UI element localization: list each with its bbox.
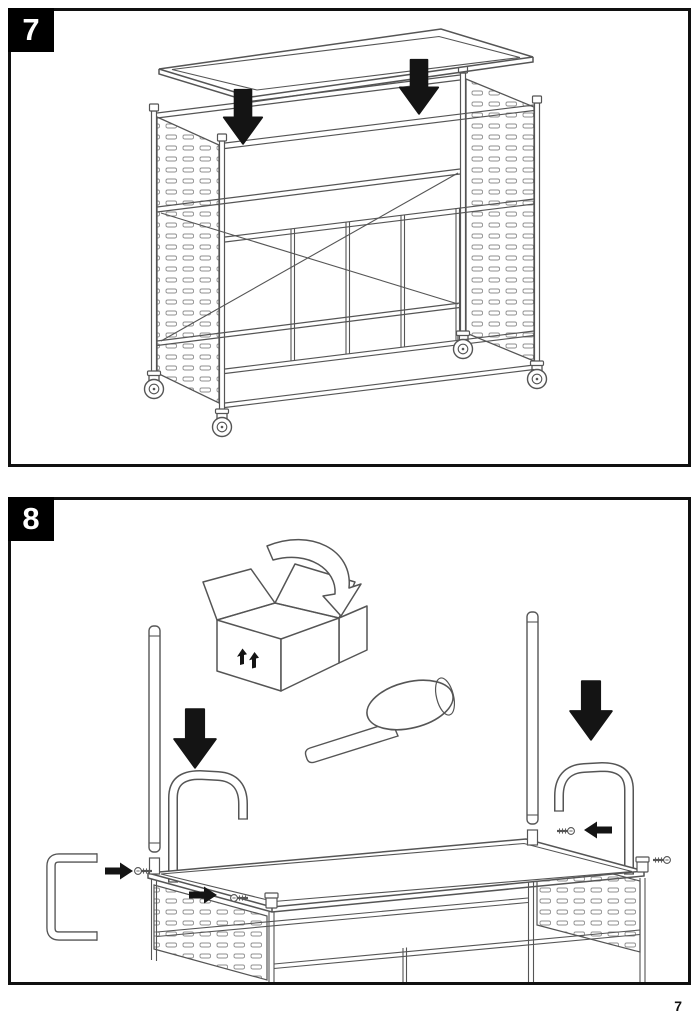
- flip-arrow-icon: [266, 538, 362, 617]
- down-arrow-icon: [173, 708, 217, 769]
- mallet-head-cap: [434, 677, 456, 716]
- right-side-panel: [465, 78, 535, 362]
- mallet-handle: [304, 721, 399, 764]
- down-arrow-icon: [569, 680, 613, 741]
- rails: [156, 74, 535, 409]
- screw-icon: [651, 855, 672, 865]
- screw-icon: [555, 826, 576, 836]
- this-way-up-arrows-icon: [237, 648, 259, 669]
- cart-frame: [148, 65, 543, 412]
- rubber-mallet: [304, 677, 456, 764]
- box-front-face: [216, 619, 282, 692]
- cross-braces: [160, 172, 459, 342]
- lower-rails: [156, 897, 641, 982]
- post-stub-left: [148, 857, 161, 875]
- push-handle-right: [554, 761, 634, 875]
- top-shelf: [158, 28, 534, 103]
- caster-wheel-icon: [211, 408, 233, 438]
- divider-slats: [290, 207, 461, 361]
- step-7-badge: 7: [8, 8, 54, 52]
- page-number: 7: [674, 998, 682, 1014]
- screw-icon: [229, 893, 250, 903]
- arrow-left-icon: [584, 821, 612, 839]
- shelf-assembly: [147, 829, 650, 982]
- post-stub-right: [526, 829, 539, 846]
- caster-wheel-icon: [526, 360, 548, 390]
- lower-left-side-panel: [153, 884, 268, 981]
- box-opening-rim: [216, 602, 340, 621]
- box-flap-right: [338, 605, 368, 664]
- step-8-badge: 8: [8, 497, 54, 541]
- crank-tool-icon: [46, 853, 98, 941]
- caster-wheel-icon: [143, 370, 165, 400]
- step-7-illustration: [143, 28, 548, 438]
- box-flap-back-left: [202, 568, 276, 621]
- step-8-number: 8: [22, 501, 40, 536]
- post-stubs-and-caps: [148, 829, 650, 909]
- down-arrow-icon: [222, 88, 264, 145]
- extension-post-left: [148, 625, 161, 853]
- step-7-panel: 7: [8, 8, 691, 467]
- caster-wheel-icon: [452, 330, 474, 360]
- screw-icon: [133, 866, 154, 876]
- step-8-panel: 8: [8, 497, 691, 985]
- arrow-right-icon: [105, 862, 133, 880]
- extension-post-right: [526, 611, 539, 825]
- push-handle-left: [168, 769, 248, 883]
- step-7-number: 7: [22, 12, 40, 47]
- carton-box: [202, 538, 368, 692]
- box-right-face: [280, 617, 340, 692]
- step-8-illustration: [46, 538, 672, 982]
- left-side-panel: [156, 115, 220, 405]
